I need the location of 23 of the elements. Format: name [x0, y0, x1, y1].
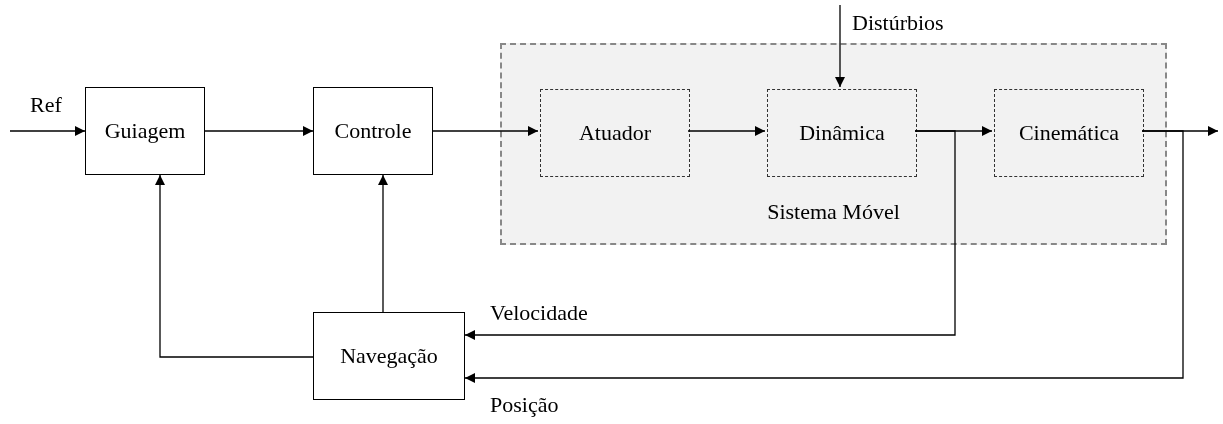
- dashed-block: [994, 89, 1144, 177]
- block-label: Controle: [334, 118, 412, 144]
- process-block: [313, 87, 433, 175]
- block-label: Atuador: [578, 120, 652, 146]
- arrow: [432, 126, 539, 136]
- block-label: Dinâmica: [799, 120, 885, 146]
- block-label: Navegação: [340, 343, 438, 369]
- arrow: [155, 174, 314, 358]
- process-block: [85, 87, 205, 175]
- arrow: [9, 126, 86, 136]
- block-label: Cinemática: [1018, 120, 1120, 146]
- subsystem-panel: [500, 43, 1167, 245]
- arrow: [378, 174, 388, 313]
- arrow: [835, 4, 845, 88]
- panel-title: Sistema Móvel: [767, 199, 900, 224]
- arrow: [464, 130, 956, 340]
- arrow: [464, 130, 1184, 383]
- arrow: [687, 126, 766, 136]
- block-label: Guiagem: [104, 118, 186, 144]
- dashed-block: [540, 89, 690, 177]
- dashed-block: [767, 89, 917, 177]
- process-block: [313, 312, 465, 400]
- arrow: [204, 126, 314, 136]
